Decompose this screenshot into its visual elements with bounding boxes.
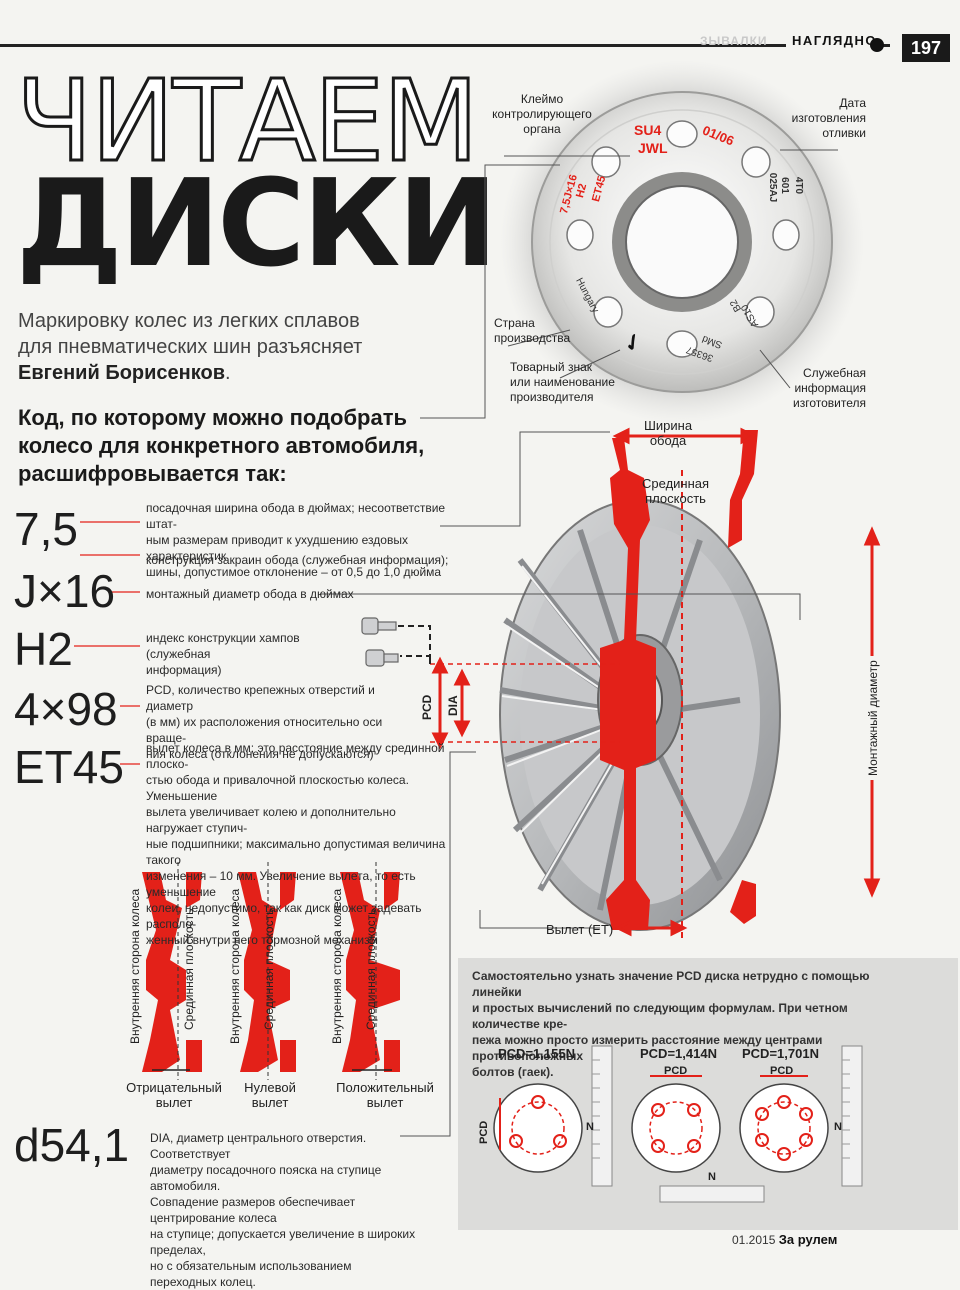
hub-bolt-holes: [566, 120, 800, 358]
desc-flange: конструкция закраин обода (служебная инф…: [146, 553, 449, 567]
issue-date: 01.2015: [732, 1233, 776, 1247]
profile2-mid-label: Срединная плоскость: [262, 908, 276, 1030]
mark-code-b: 601: [778, 177, 790, 194]
magazine-name: За рулем: [778, 1232, 838, 1247]
formula-3-bolt: PCD=1,155N: [498, 1046, 575, 1061]
subheading-line3: расшифровывается так:: [18, 461, 287, 486]
author-suffix: .: [225, 362, 231, 384]
mark-jwl: JWL: [638, 140, 668, 156]
profile2-inner-label: Внутренняя сторона колеса: [228, 888, 242, 1044]
title-line2: ДИСКИ: [16, 155, 498, 294]
desc-diameter: монтажный диаметр обода в дюймах: [146, 587, 354, 601]
ruler-n-1: N: [586, 1121, 594, 1133]
pcd-diagrams: [493, 1045, 863, 1203]
pcd-box-label-3: PCD: [770, 1065, 794, 1077]
code-hump: H2: [14, 623, 73, 675]
ruler-n-2: N: [708, 1171, 716, 1183]
code-flange-diameter: J×16: [14, 565, 116, 617]
profile-planes: [177, 862, 377, 1080]
mark-su4: SU4: [634, 122, 662, 138]
rim-profile: [600, 438, 656, 930]
code-et: ET45: [14, 741, 124, 793]
label-pcd: PCD: [420, 694, 434, 720]
label-offset: Вылет (ET): [546, 922, 614, 937]
profile3-inner-label: Внутренняя сторона колеса: [330, 888, 344, 1044]
header-rule: [0, 44, 890, 47]
code-subheading: Код, по которому можно подобрать колесо …: [18, 404, 498, 488]
desc-rim-width: посадочная ширина обода в дюймах; несоот…: [146, 501, 446, 579]
pcd-box-label-1: PCD: [478, 1120, 490, 1144]
mark-code-c: 025AJ: [767, 172, 779, 203]
formula-4-bolt: PCD=1,414N: [640, 1046, 717, 1061]
code-pcd: 4×98: [14, 683, 118, 735]
pcd-box-label-2: PCD: [664, 1065, 688, 1077]
ruler-n-3: N: [834, 1121, 842, 1133]
section-tag: НАГЛЯДНО: [786, 33, 884, 48]
page-number: 197: [902, 34, 950, 62]
lead-line1: Маркировку колес из легких сплавов: [18, 310, 360, 332]
label-mount-diameter: Монтажный диаметр: [866, 656, 880, 780]
leader-lines: [320, 149, 838, 1137]
profile1-mid-label: Срединная плоскость: [182, 908, 196, 1030]
desc-dia: DIA, диаметр центрального отверстия. Соо…: [150, 1131, 416, 1289]
formula-6-bolt: PCD=1,701N: [742, 1046, 819, 1061]
author-name: Евгений Борисенков: [18, 362, 226, 384]
profile1-inner-label: Внутренняя сторона колеса: [128, 888, 142, 1044]
lead-paragraph: Маркировку колес из легких сплавов для п…: [18, 308, 498, 386]
profile3-mid-label: Срединная плоскость: [364, 908, 378, 1030]
bolt-icons: [361, 617, 399, 667]
hub-bore: [625, 185, 739, 299]
subheading-line1: Код, по которому можно подобрать: [18, 405, 408, 430]
subheading-line2: колесо для конкретного автомобиля,: [18, 433, 425, 458]
header-ghost-text: ЗЫВАЛКИ: [700, 34, 768, 48]
code-leaders: [74, 521, 140, 765]
mark-code-a: 4T0: [793, 176, 805, 195]
lead-line2: для пневматических шин разъясняет: [18, 336, 363, 358]
label-dia: DIA: [446, 695, 460, 716]
code-rim-width: 7,5: [14, 503, 78, 555]
code-dia: d54,1: [14, 1119, 130, 1171]
desc-et: вылет колеса в мм; это расстояние между …: [146, 741, 446, 947]
footer: 01.2015 За рулем: [732, 1232, 837, 1247]
pcd-explanation: Самостоятельно узнать значение PCD диска…: [472, 969, 870, 1079]
dimension-marks: [431, 427, 881, 937]
header-bullet: [870, 38, 884, 52]
title-line1: ЧИТАЕМ: [15, 57, 481, 187]
desc-pcd: PCD, количество крепежных отверстий и ди…: [146, 683, 383, 761]
offset-profiles: [142, 872, 400, 1072]
